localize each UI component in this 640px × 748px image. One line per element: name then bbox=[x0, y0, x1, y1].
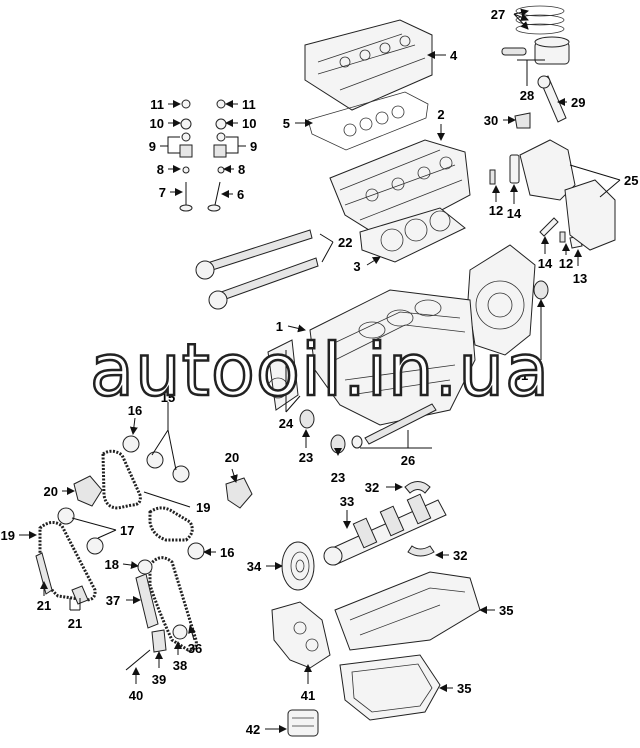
callout-32-bottom: 32 bbox=[453, 548, 467, 563]
camshaft-part bbox=[195, 229, 319, 310]
leader-lines bbox=[19, 8, 621, 733]
callout-12-bottom: 12 bbox=[559, 256, 573, 271]
oil-pan-lower-part bbox=[339, 654, 441, 721]
callout-35-top: 35 bbox=[499, 603, 513, 618]
callout-8-left: 8 bbox=[157, 162, 164, 177]
oil-pan-upper-part bbox=[334, 571, 481, 651]
callout-23-right: 23 bbox=[331, 470, 345, 485]
dipstick-part bbox=[125, 649, 151, 671]
callout-10-left: 10 bbox=[150, 116, 164, 131]
shaft-part bbox=[364, 403, 437, 445]
callout-33: 33 bbox=[340, 494, 354, 509]
callout-34: 34 bbox=[247, 559, 262, 574]
oil-filter-housing-part bbox=[271, 601, 331, 669]
rear-seal-part bbox=[267, 339, 299, 411]
front-cover-part bbox=[467, 244, 549, 356]
callout-24: 24 bbox=[279, 416, 294, 431]
callout-21-bottom: 21 bbox=[68, 616, 82, 631]
seal-ring-part bbox=[351, 435, 363, 449]
callout-19-right: 19 bbox=[196, 500, 210, 515]
callout-14-bottom: 14 bbox=[538, 256, 553, 271]
callout-27: 27 bbox=[491, 7, 505, 22]
callout-11-right: 11 bbox=[242, 97, 256, 112]
valve-cover-gasket-part bbox=[307, 91, 429, 151]
callout-20-left: 20 bbox=[44, 484, 58, 499]
callout-19-left: 19 bbox=[1, 528, 15, 543]
callout-39: 39 bbox=[152, 672, 166, 687]
callout-5: 5 bbox=[283, 116, 290, 131]
callout-41: 41 bbox=[301, 688, 315, 703]
piston-assembly-part bbox=[501, 5, 570, 129]
callout-13: 13 bbox=[573, 271, 587, 286]
valve-set-part bbox=[179, 99, 227, 212]
callout-36: 36 bbox=[188, 641, 202, 656]
cylinder-head-part bbox=[329, 139, 471, 241]
timing-chain-part bbox=[35, 449, 198, 652]
callout-35-bottom: 35 bbox=[457, 681, 471, 696]
callout-12-top: 12 bbox=[489, 203, 503, 218]
timing-cover-part bbox=[519, 139, 616, 251]
callout-16-bottom: 16 bbox=[220, 545, 234, 560]
callout-4: 4 bbox=[450, 48, 458, 63]
callout-22: 22 bbox=[338, 235, 352, 250]
callout-9-left: 9 bbox=[149, 139, 156, 154]
callout-10-right: 10 bbox=[242, 116, 256, 131]
callout-3: 3 bbox=[353, 259, 360, 274]
pulley-part bbox=[281, 541, 315, 591]
valve-cover-part bbox=[304, 19, 433, 111]
bearing-part bbox=[404, 481, 431, 494]
callout-8-right: 8 bbox=[238, 162, 245, 177]
callout-20-right: 20 bbox=[225, 450, 239, 465]
callout-26: 26 bbox=[401, 453, 415, 468]
callout-23-left: 23 bbox=[299, 450, 313, 465]
callout-21-left: 21 bbox=[37, 598, 51, 613]
bushing-part bbox=[299, 409, 315, 429]
engine-block-part bbox=[309, 289, 476, 426]
callout-18: 18 bbox=[105, 557, 119, 572]
callout-6: 6 bbox=[237, 187, 244, 202]
callout-32-top: 32 bbox=[365, 480, 379, 495]
callout-17: 17 bbox=[120, 523, 134, 538]
bearing-part-2 bbox=[407, 545, 435, 557]
callout-labels: 1 2 3 4 5 6 7 8 8 9 9 10 10 11 11 12 12 … bbox=[1, 7, 639, 737]
callout-30: 30 bbox=[484, 113, 498, 128]
head-gasket-part bbox=[359, 207, 466, 263]
callout-29: 29 bbox=[571, 95, 585, 110]
watermark-text: autooil.in.ua bbox=[89, 328, 551, 412]
callout-25: 25 bbox=[624, 173, 638, 188]
callout-2: 2 bbox=[437, 107, 444, 122]
sprocket-set-part bbox=[57, 435, 253, 653]
callout-16-top: 16 bbox=[128, 403, 142, 418]
callout-40: 40 bbox=[129, 688, 143, 703]
callout-38: 38 bbox=[173, 658, 187, 673]
engine-mount-part bbox=[287, 709, 319, 737]
callout-42: 42 bbox=[246, 722, 260, 737]
callout-9-right: 9 bbox=[250, 139, 257, 154]
callout-31: 31 bbox=[514, 368, 528, 383]
callout-1: 1 bbox=[276, 319, 283, 334]
callout-14-top: 14 bbox=[507, 206, 522, 221]
crankshaft-part bbox=[323, 493, 447, 566]
callout-37: 37 bbox=[106, 593, 120, 608]
callout-7: 7 bbox=[159, 185, 166, 200]
callout-11-left: 11 bbox=[150, 97, 164, 112]
callout-15: 15 bbox=[161, 390, 175, 405]
callout-28: 28 bbox=[520, 88, 534, 103]
